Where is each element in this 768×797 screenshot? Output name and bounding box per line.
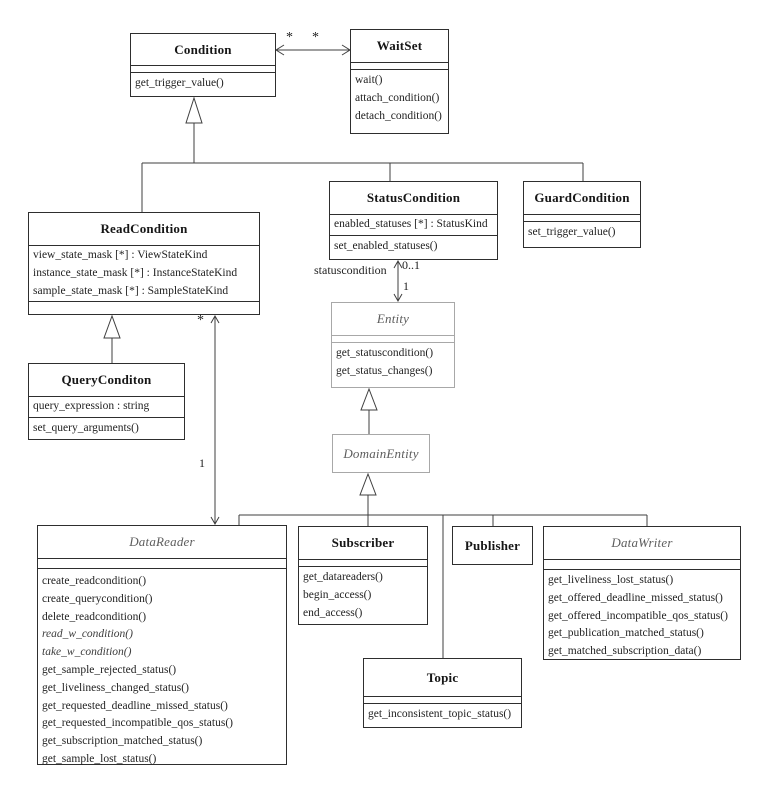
- class-attributes-waitset: [351, 63, 448, 70]
- class-title-querycondition: QueryConditon: [29, 364, 184, 397]
- generalization-querycondition: [103, 314, 121, 363]
- class-title-domainentity: DomainEntity: [343, 445, 419, 461]
- class-attributes-querycondition: query_expression : string: [29, 397, 184, 418]
- class-methods-datareader: create_readcondition() create_querycondit…: [38, 569, 286, 771]
- class-member: get_inconsistent_topic_status(): [368, 708, 512, 720]
- class-title-entity: Entity: [332, 303, 454, 336]
- class-attributes-condition: [131, 66, 275, 73]
- class-box-publisher: Publisher: [452, 526, 533, 565]
- class-member: get_statuscondition(): [336, 347, 434, 359]
- class-title-readcondition: ReadCondition: [29, 213, 259, 246]
- class-box-entity: Entity get_statuscondition() get_status_c…: [331, 302, 455, 388]
- class-member: read_w_condition(): [42, 628, 133, 641]
- class-member: sample_state_mask [*] : SampleStateKind: [33, 284, 229, 297]
- class-box-topic: Topic get_inconsistent_topic_status(): [363, 658, 522, 728]
- class-member: enabled_statuses [*] : StatusKind: [334, 218, 488, 230]
- class-member: get_sample_lost_status(): [42, 752, 157, 765]
- generalization-entity: [360, 387, 378, 434]
- class-member: get_offered_incompatible_qos_status(): [548, 609, 728, 622]
- class-member: get_publication_matched_status(): [548, 627, 704, 640]
- class-member: get_liveliness_lost_status(): [548, 574, 674, 586]
- class-title-condition: Condition: [131, 34, 275, 66]
- generalization-domainentity-tree: [238, 472, 648, 658]
- class-member: end_access(): [303, 606, 363, 619]
- class-box-datawriter: DataWriter get_liveliness_lost_status()g…: [543, 526, 741, 660]
- class-member: instance_state_mask [*] : InstanceStateK…: [33, 266, 238, 279]
- class-member: get_datareaders(): [303, 571, 383, 583]
- class-title-guardcondition: GuardCondition: [524, 182, 640, 215]
- class-box-waitset: WaitSet wait() attach_condition() detach_c…: [350, 29, 449, 134]
- class-methods-condition: get_trigger_value(): [131, 73, 275, 96]
- class-box-datareader: DataReader create_readcondition() create_…: [37, 525, 287, 765]
- class-attributes-guardcondition: [524, 215, 640, 222]
- class-member: get_subscription_matched_status(): [42, 735, 203, 748]
- class-box-condition: Condition get_trigger_value(): [130, 33, 276, 97]
- multiplicity-readcondition-side: *: [197, 313, 204, 328]
- class-member: get_requested_deadline_missed_status(): [42, 699, 228, 712]
- class-box-subscriber: Subscriber get_datareaders() begin_access…: [298, 526, 428, 625]
- multiplicity-datareader-side: 1: [199, 456, 205, 470]
- class-member: get_status_changes(): [336, 364, 433, 377]
- class-member: query_expression : string: [33, 400, 150, 412]
- class-title-datareader: DataReader: [38, 526, 286, 559]
- class-member: set_query_arguments(): [33, 421, 139, 434]
- class-attributes-datawriter: [544, 560, 740, 570]
- class-attributes-entity: [332, 336, 454, 343]
- class-member: get_trigger_value(): [135, 77, 224, 89]
- class-attributes-readcondition: view_state_mask [*] : ViewStateKind insta…: [29, 246, 259, 303]
- multiplicity-statuscondition-side: 0..1: [402, 258, 420, 272]
- class-box-guardcondition: GuardCondition set_trigger_value(): [523, 181, 641, 248]
- association-role-label-statuscondition: statuscondition: [314, 263, 387, 277]
- class-methods-subscriber: get_datareaders() begin_access() end_acces…: [299, 567, 427, 624]
- class-attributes-statuscondition: enabled_statuses [*] : StatusKind: [330, 215, 497, 236]
- class-member: begin_access(): [303, 588, 372, 601]
- class-member: take_w_condition(): [42, 646, 132, 659]
- multiplicity-entity-side: 1: [403, 279, 409, 293]
- class-title-publisher: Publisher: [464, 537, 521, 553]
- class-member: get_sample_rejected_status(): [42, 663, 177, 676]
- multiplicity-condition-side: *: [286, 30, 293, 45]
- class-member: get_matched_subscription_data(): [548, 645, 702, 658]
- class-methods-readcondition: [29, 302, 259, 314]
- class-box-readcondition: ReadCondition view_state_mask [*] : View…: [28, 212, 260, 315]
- class-member: delete_readcondition(): [42, 610, 147, 623]
- multiplicity-waitset-side: *: [312, 30, 319, 45]
- class-title-waitset: WaitSet: [351, 30, 448, 63]
- class-title-datawriter: DataWriter: [544, 527, 740, 560]
- association-readcondition-datareader: [210, 314, 220, 526]
- association-statuscondition-entity: [393, 259, 403, 303]
- class-box-querycondition: QueryConditon query_expression : string …: [28, 363, 185, 440]
- class-member: create_querycondition(): [42, 592, 153, 605]
- class-methods-querycondition: set_query_arguments(): [29, 418, 184, 440]
- association-condition-waitset: [275, 44, 351, 56]
- class-methods-statuscondition: set_enabled_statuses(): [330, 236, 497, 259]
- class-methods-topic: get_inconsistent_topic_status(): [364, 704, 521, 727]
- class-member: set_enabled_statuses(): [334, 239, 438, 252]
- class-member: attach_condition(): [355, 91, 440, 104]
- class-member: get_offered_deadline_missed_status(): [548, 591, 723, 604]
- class-member: view_state_mask [*] : ViewStateKind: [33, 249, 208, 261]
- class-member: get_liveliness_changed_status(): [42, 681, 189, 694]
- class-methods-waitset: wait() attach_condition() detach_condition…: [351, 70, 448, 133]
- class-title-subscriber: Subscriber: [299, 527, 427, 560]
- class-attributes-topic: [364, 697, 521, 704]
- class-member: get_requested_incompatible_qos_status(): [42, 717, 233, 730]
- class-member: wait(): [355, 74, 383, 86]
- class-member: detach_condition(): [355, 109, 442, 122]
- generalization-condition-tree: [141, 96, 584, 212]
- class-title-statuscondition: StatusCondition: [330, 182, 497, 215]
- class-attributes-subscriber: [299, 560, 427, 567]
- class-title-topic: Topic: [364, 659, 521, 697]
- class-methods-entity: get_statuscondition() get_status_changes(…: [332, 343, 454, 387]
- class-box-domainentity: DomainEntity: [332, 434, 430, 473]
- class-box-statuscondition: StatusCondition enabled_statuses [*] : S…: [329, 181, 498, 260]
- class-member: create_readcondition(): [42, 575, 147, 587]
- class-methods-guardcondition: set_trigger_value(): [524, 222, 640, 247]
- class-methods-datawriter: get_liveliness_lost_status() get_offered_…: [544, 570, 740, 663]
- class-attributes-datareader: [38, 559, 286, 569]
- class-member: set_trigger_value(): [528, 226, 616, 238]
